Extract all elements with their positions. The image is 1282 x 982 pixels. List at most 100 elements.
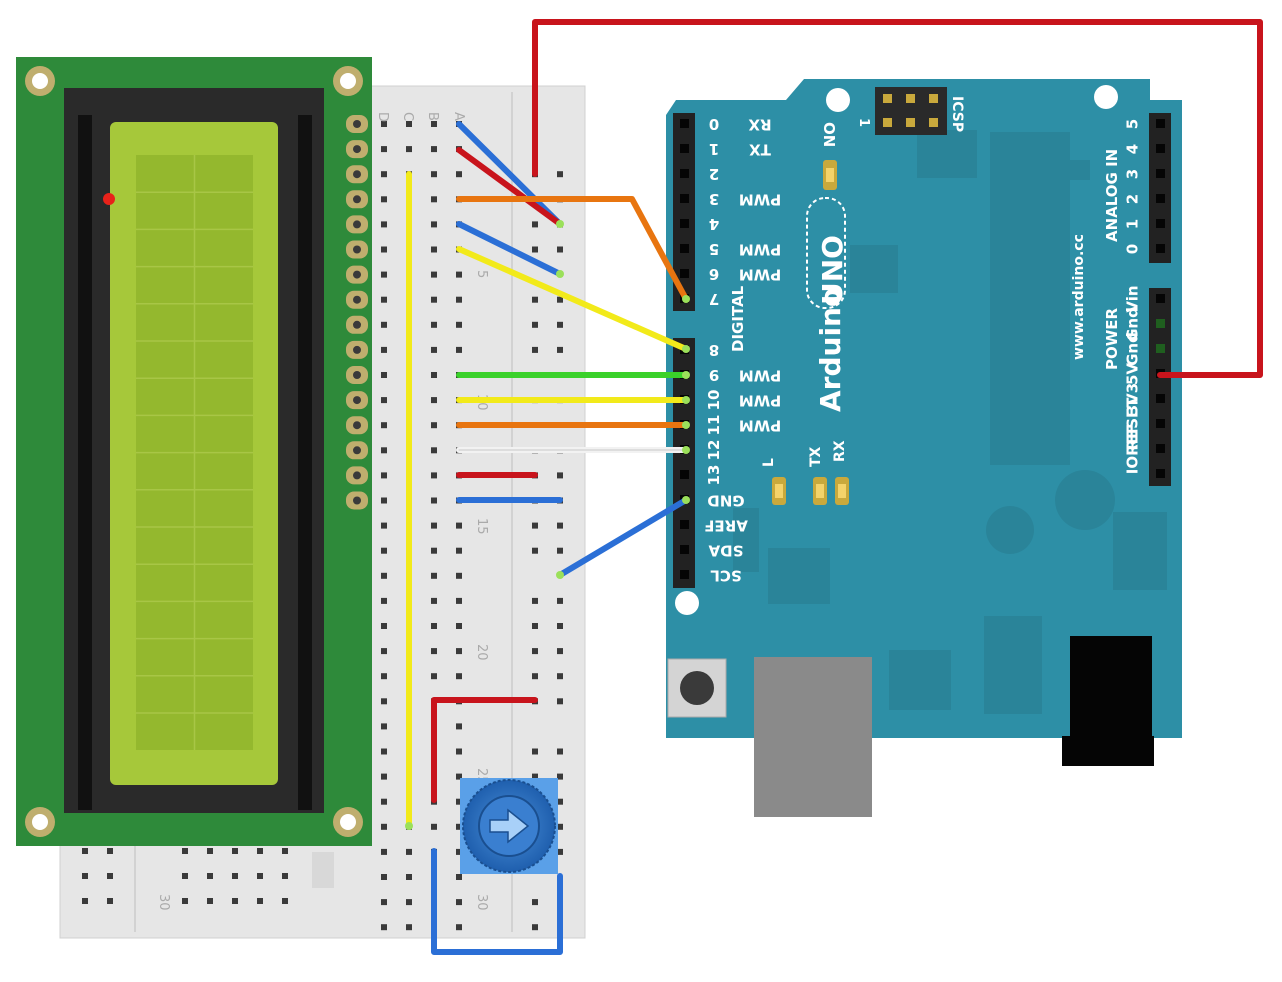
breadboard-hole: [557, 296, 563, 303]
pin-name: TX: [749, 141, 771, 159]
breadboard-hole: [557, 823, 563, 830]
breadboard-hole: [456, 623, 462, 629]
reset-button[interactable]: [667, 658, 727, 718]
pin-name: PWM: [739, 367, 781, 385]
breadboard-hole: [431, 422, 437, 429]
breadboard-hole: [532, 924, 538, 931]
breadboard-hole: [557, 623, 563, 629]
breadboard-hole: [557, 748, 563, 755]
breadboard-hole: [381, 522, 387, 529]
breadboard-hole: [82, 898, 88, 904]
breadboard-hole: [207, 898, 213, 904]
lcd-module: [16, 57, 372, 846]
power-pin-name: 3V3: [1124, 383, 1142, 415]
breadboard-hole: [257, 848, 263, 854]
breadboard-hole: [456, 522, 462, 529]
row-letter: A: [451, 112, 466, 121]
breadboard-hole: [381, 221, 387, 228]
breadboard-hole: [557, 673, 563, 680]
breadboard-hole: [381, 798, 387, 805]
potentiometer[interactable]: [460, 778, 558, 874]
breadboard-hole: [431, 472, 437, 479]
row-number: 30: [156, 894, 171, 911]
header-hole: [680, 570, 689, 579]
lcd-mount-hole: [25, 66, 363, 837]
header-hole: [680, 169, 689, 178]
breadboard-hole: [431, 673, 437, 680]
icsp-header: ICSP 1: [856, 87, 965, 135]
breadboard-hole: [381, 296, 387, 303]
pin-number: 12: [705, 440, 723, 461]
breadboard-hole: [431, 346, 437, 353]
arduino-mount-hole: [826, 88, 850, 112]
wire-lcd-rs-d7: [456, 196, 689, 302]
breadboard-hole: [381, 321, 387, 328]
header-hole: [680, 244, 689, 253]
breadboard-hole: [456, 798, 462, 805]
header-hole: [680, 545, 689, 554]
power-pin-name: RESET: [1124, 397, 1142, 451]
breadboard-hole: [406, 848, 412, 855]
breadboard-hole: [381, 246, 387, 253]
wire-pot-gnd: [431, 848, 563, 955]
breadboard-hole: [381, 271, 387, 278]
icsp-label: ICSP: [949, 96, 965, 132]
breadboard-hole: [381, 773, 387, 780]
breadboard-hole: [381, 472, 387, 479]
row-letter: D: [375, 112, 390, 122]
row-number: 30: [474, 894, 489, 911]
header-hole: [1156, 219, 1165, 228]
breadboard-hole: [431, 171, 437, 178]
header-hole: [1156, 294, 1165, 303]
breadboard-hole: [82, 848, 88, 854]
header-hole: [1156, 244, 1165, 253]
breadboard-hole: [232, 848, 238, 854]
breadboard-hole: [431, 522, 437, 529]
breadboard-hole: [381, 572, 387, 579]
header-hole: [1156, 194, 1165, 203]
pin-name: PWM: [739, 417, 781, 435]
website-label: www.arduino.cc: [1071, 234, 1087, 360]
lcd-character-grid: [136, 155, 253, 750]
breadboard-hole: [431, 623, 437, 629]
pin-number: 5: [709, 240, 719, 258]
header-hole: [1156, 169, 1165, 178]
pin-number: 8: [709, 341, 719, 359]
breadboard-hole: [431, 447, 437, 454]
header-hole: [680, 470, 689, 479]
breadboard-letters: D C B A: [375, 112, 466, 122]
pin-name: AREF: [704, 517, 748, 535]
breadboard-hole: [107, 848, 113, 854]
breadboard-hole: [557, 648, 563, 655]
breadboard-hole: [532, 623, 538, 629]
breadboard-hole: [232, 898, 238, 904]
breadboard-hole: [207, 873, 213, 879]
breadboard-hole: [182, 848, 188, 854]
onboard-leds: L TX RX: [761, 440, 849, 505]
breadboard-hole: [381, 497, 387, 504]
breadboard-hole: [381, 146, 387, 153]
breadboard-hole: [557, 246, 563, 253]
header-hole: [1156, 119, 1165, 128]
breadboard-hole: [431, 221, 437, 228]
analog-pin-number: 2: [1124, 194, 1142, 204]
icsp-pin1-label: 1: [856, 118, 871, 127]
breadboard-hole: [557, 848, 563, 855]
breadboard-hole: [557, 597, 563, 604]
header-hole: [680, 119, 689, 128]
breadboard-hole: [381, 848, 387, 855]
pin-number: 4: [709, 215, 719, 233]
breadboard-hole: [207, 848, 213, 854]
breadboard-hole: [557, 547, 563, 554]
breadboard-hole: [381, 874, 387, 880]
pin-name: PWM: [739, 266, 781, 284]
analog-label: ANALOG IN: [1103, 149, 1121, 242]
breadboard-hole: [456, 899, 462, 906]
breadboard-hole: [456, 773, 462, 780]
row-letter: B: [425, 112, 440, 121]
usb-connector: [754, 657, 872, 817]
header-hole: [1156, 469, 1165, 478]
